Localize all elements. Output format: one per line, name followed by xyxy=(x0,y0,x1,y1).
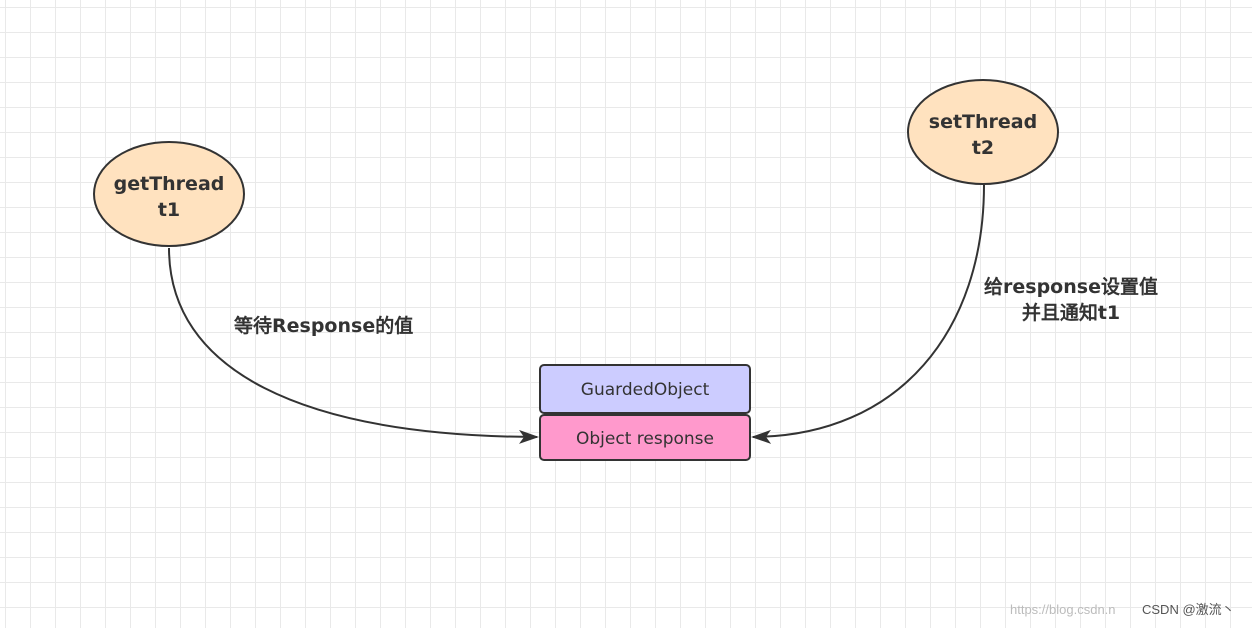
response-field-label: Object response xyxy=(576,429,714,449)
set-edge-label-line2: 并且通知t1 xyxy=(1022,301,1120,324)
guarded-object-box: GuardedObject Object response xyxy=(539,364,751,461)
get-thread-ellipse xyxy=(93,141,245,247)
response-field xyxy=(539,414,751,461)
get-thread-node: getThread t1 xyxy=(93,141,245,247)
watermark-author: CSDN @激流丶 xyxy=(1142,602,1235,617)
set-thread-id: t2 xyxy=(972,137,994,159)
set-thread-name: setThread xyxy=(929,111,1037,133)
watermark-url: https://blog.csdn.n xyxy=(1010,602,1116,617)
guarded-object-header xyxy=(539,364,751,414)
get-thread-name: getThread xyxy=(114,173,225,195)
wait-edge xyxy=(168,247,539,444)
set-thread-ellipse xyxy=(907,79,1059,185)
set-edge-label-line1: 给response设置值 xyxy=(984,275,1158,298)
guarded-object-title: GuardedObject xyxy=(581,380,710,400)
set-thread-node: setThread t2 xyxy=(907,79,1059,185)
wait-edge-label: 等待Response的值 xyxy=(233,314,413,337)
set-edge xyxy=(751,184,985,444)
get-thread-id: t1 xyxy=(158,199,180,221)
